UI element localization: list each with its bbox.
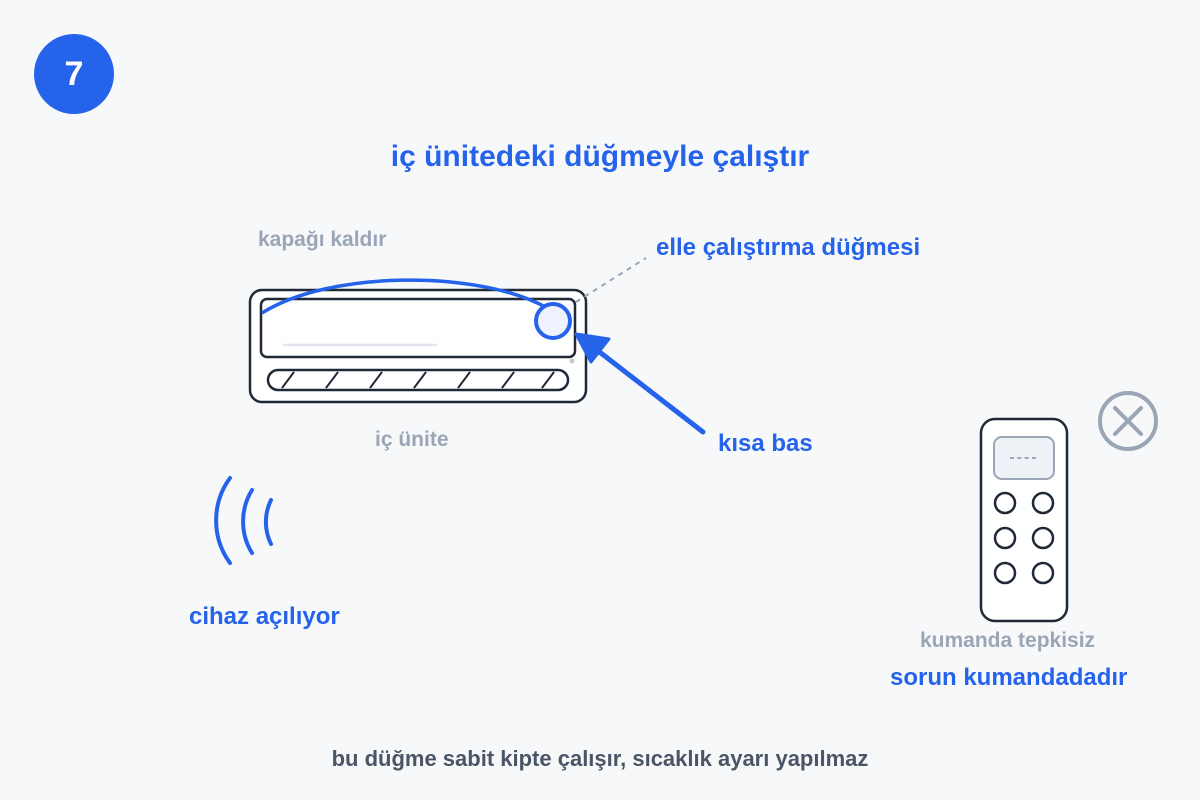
lift-cover-label: kapağı kaldır xyxy=(258,228,387,251)
ac-indoor-unit-icon xyxy=(248,288,588,404)
step-badge: 7 xyxy=(34,34,114,114)
remote-control-icon xyxy=(979,417,1069,623)
signal-waves-icon xyxy=(214,476,273,565)
page-title: iç ünitedeki düğmeyle çalıştır xyxy=(390,140,810,173)
problem-remote-label: sorun kumandadadır xyxy=(890,664,1128,691)
manual-button-icon xyxy=(534,302,572,340)
indoor-unit-label: iç ünite xyxy=(375,428,449,451)
manual-button-label: elle çalıştırma düğmesi xyxy=(656,234,921,261)
x-circle-icon xyxy=(1098,391,1158,451)
leader-line xyxy=(575,257,647,303)
device-on-label: cihaz açılıyor xyxy=(189,603,340,630)
cover-lift-arc xyxy=(261,278,548,315)
remote-display-text: ---- xyxy=(1009,449,1038,466)
remote-unresponsive-label: kumanda tepkisiz xyxy=(920,629,1096,652)
footer-note: bu düğme sabit kipte çalışır, sıcaklık a… xyxy=(331,746,869,771)
arrow-icon xyxy=(574,332,706,435)
short-press-label: kısa bas xyxy=(718,430,813,457)
